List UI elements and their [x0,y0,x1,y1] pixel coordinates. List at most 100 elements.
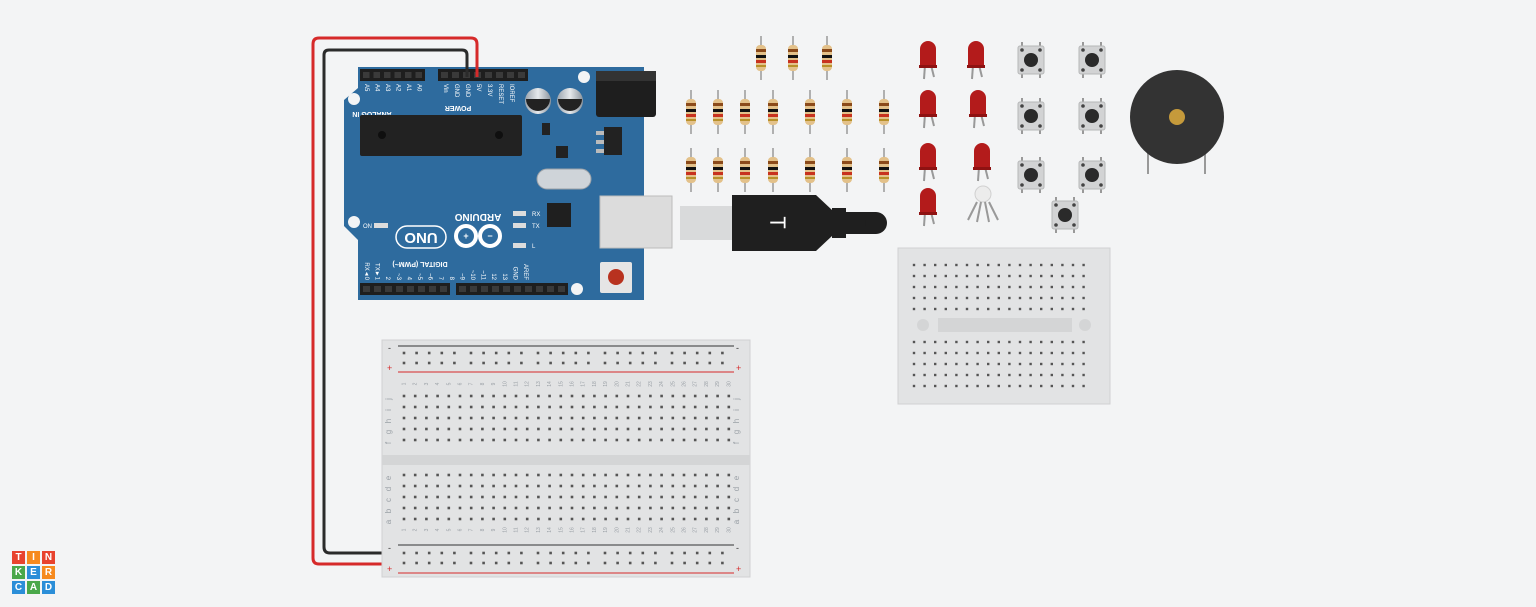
resistor[interactable] [842,90,852,134]
pushbutton[interactable] [1078,157,1106,193]
digital-header-pins-low[interactable] [360,283,450,295]
pushbutton[interactable] [1078,42,1106,78]
breadboard-mini[interactable] [897,247,1111,405]
column-number: 10 [502,381,508,387]
led-red[interactable] [919,90,937,129]
led-red[interactable] [919,188,937,227]
pushbutton[interactable] [1078,98,1106,134]
resistor[interactable] [740,148,750,192]
resistor[interactable] [756,36,766,80]
column-number: 7 [469,382,475,385]
wire-gnd-black[interactable] [322,48,469,555]
row-letter: i [384,409,393,411]
resistor-group[interactable] [686,36,889,192]
column-number: 3 [424,382,430,385]
row-letter: h [732,419,741,423]
resistor[interactable] [879,90,889,134]
rail-minus-bottom-left: - [388,543,391,553]
resistor[interactable] [805,148,815,192]
row-letter: j [732,398,741,401]
led-red[interactable] [919,41,937,80]
column-number: 24 [659,381,665,387]
analog-header-pins[interactable] [360,69,425,81]
logo-letter: D [42,581,55,594]
breadboard-holes[interactable] [402,351,731,565]
row-letter: g [732,430,741,434]
resistor[interactable] [713,148,723,192]
svg-text:−: − [487,231,492,241]
digital-header-pins-high[interactable] [456,283,568,295]
power-jack [596,71,656,117]
digital-label: DIGITAL (PWM~) [392,260,447,267]
resistor[interactable] [788,36,798,80]
pushbutton[interactable] [1051,197,1079,233]
column-number: 14 [547,527,553,533]
column-number: 25 [670,527,676,533]
resistor[interactable] [805,90,815,134]
led-red[interactable] [919,143,937,182]
resistor[interactable] [713,90,723,134]
arduino-infinity-logo: + − [454,224,502,248]
row-letter: d [732,487,741,491]
resistor[interactable] [879,148,889,192]
column-number: 29 [715,527,721,533]
pin-label: ~5 [416,273,422,281]
led-red[interactable] [973,143,991,182]
column-number: 20 [614,381,620,387]
usb-cable[interactable]: ⟞ [680,195,887,251]
power-header-pins[interactable] [438,69,528,81]
wire-5v-red[interactable] [311,36,479,566]
column-number: 22 [637,381,643,387]
pin-label: 3.3V [486,84,492,96]
row-letter: i [732,409,741,411]
pushbutton[interactable] [1017,157,1045,193]
pushbutton[interactable] [1017,98,1045,134]
arduino-brand: ARDUINO [454,211,501,222]
pushbutton[interactable] [1017,42,1045,78]
led-red[interactable] [967,41,985,80]
resistor[interactable] [822,36,832,80]
piezo-buzzer[interactable] [1130,70,1224,174]
pin-label: ~11 [480,270,486,280]
column-number: 12 [525,381,531,387]
resistor[interactable] [768,148,778,192]
rgb-led[interactable] [967,185,999,223]
resistor[interactable] [686,90,696,134]
breadboard-main[interactable]: - - + + - - + + 112233445566778899101011… [381,339,751,578]
resistor[interactable] [768,90,778,134]
resistor[interactable] [686,148,696,192]
column-number: 9 [491,382,497,385]
column-number: 17 [581,381,587,387]
pin-label: 13 [501,273,507,280]
column-number: 16 [570,381,576,387]
rail-plus-bottom-left: + [387,564,392,574]
column-number: 27 [693,381,699,387]
column-number: 15 [558,381,564,387]
column-number: 26 [682,527,688,533]
pin-label: A3 [384,84,390,92]
rx-label: RX [532,212,540,218]
logo-letter: N [42,551,55,564]
pin-label: A0 [416,84,422,92]
led-group[interactable] [919,41,991,227]
pin-label: RX◄0 [363,262,369,280]
tx-label: TX [532,224,540,230]
column-number: 18 [592,381,598,387]
resistor[interactable] [842,148,852,192]
column-number: 19 [603,527,609,533]
column-number: 17 [581,527,587,533]
column-number: 6 [458,528,464,531]
led-red[interactable] [969,90,987,129]
row-letter: c [384,498,393,502]
resistor[interactable] [740,90,750,134]
analog-in-label: ANALOG IN [352,110,391,117]
pin-label: GND [511,267,517,281]
pushbutton-group[interactable] [1017,42,1106,233]
logo-letter: K [12,566,25,579]
row-letter: f [384,441,393,444]
pin-label: GND [453,84,459,98]
